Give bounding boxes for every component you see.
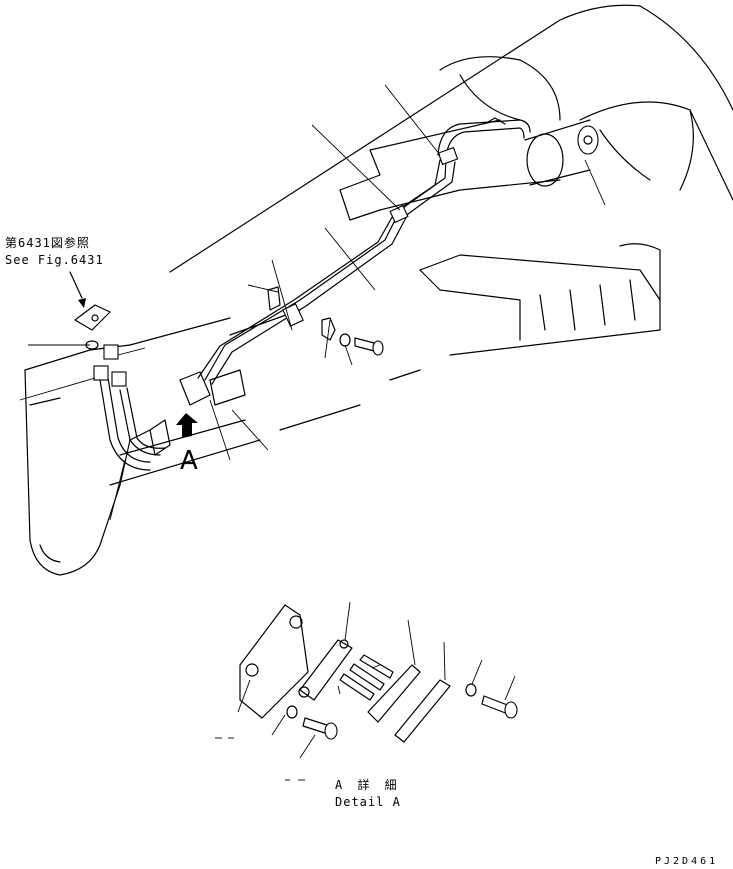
spacer-1 (339, 673, 375, 701)
detail-washer-left (286, 705, 298, 719)
reference-label-en: See Fig.6431 (5, 253, 104, 267)
mounting-plate (239, 604, 309, 719)
boom-frame-outline (109, 4, 733, 486)
detail-a-parts (239, 604, 518, 743)
pipe-clamp-upper (437, 146, 459, 166)
left-frame-block (24, 344, 151, 576)
hose-fitting-3 (103, 344, 119, 360)
washer (339, 333, 351, 347)
hose-fitting-1 (93, 365, 109, 381)
detail-a-label-en: Detail A (335, 795, 401, 809)
cylinder-port-block (577, 125, 599, 155)
reference-arrow-icon (69, 271, 86, 308)
pipe-clamp-lower (282, 303, 304, 327)
lower-clamp-area (149, 369, 246, 456)
pipe-bracket (267, 286, 384, 356)
detail-a-label-jp: A 詳 細 (335, 778, 398, 792)
hoses (74, 304, 166, 471)
spacer-2 (349, 663, 385, 691)
clamp-half-right (367, 664, 421, 723)
cylinder-end (524, 119, 599, 187)
pipe-clamp-middle (389, 204, 409, 224)
view-a-label: A (180, 446, 198, 476)
hose-fitting-2 (111, 371, 127, 387)
hydraulic-pipes (197, 117, 531, 385)
cover-plate (394, 679, 451, 743)
drawing-number: PJ2D461 (655, 856, 719, 867)
detail-washer-right (465, 683, 477, 697)
clamp-half-left (299, 639, 353, 701)
reference-label-jp: 第6431図参照 (5, 236, 90, 250)
detail-leader-lines (215, 601, 516, 781)
leader-lines (19, 84, 606, 521)
reference-fitting-block (74, 304, 111, 331)
view-a-arrow-icon (176, 413, 198, 438)
